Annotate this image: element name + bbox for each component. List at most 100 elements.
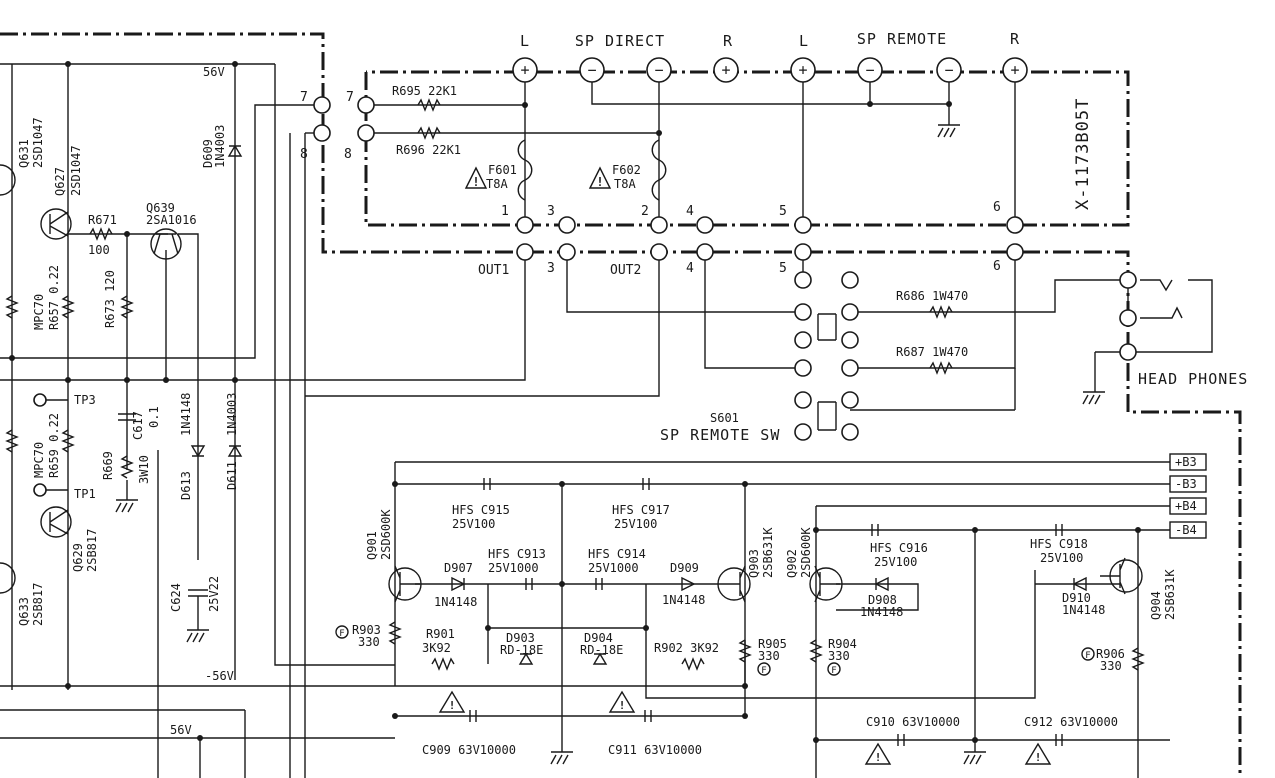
rail-56v-top: 56V (203, 65, 225, 79)
svg-text:C617: C617 (131, 411, 145, 440)
svg-text:D609: D609 (201, 139, 215, 168)
terminal-r-direct: + (713, 57, 739, 83)
svg-text:T8A: T8A (486, 177, 508, 191)
svg-text:2SB817: 2SB817 (85, 529, 99, 572)
transistor-q902: Q902 2SD600K (785, 527, 843, 603)
svg-text:Q631: Q631 (17, 139, 31, 168)
svg-text:R687 1W470: R687 1W470 (896, 345, 968, 359)
capacitor-c617: C617 0.1 (118, 406, 161, 440)
svg-text:3W10: 3W10 (137, 455, 151, 484)
svg-text:330: 330 (758, 649, 780, 663)
transistor-q639 (150, 228, 182, 260)
svg-text:330: 330 (358, 635, 380, 649)
test-point-tp3: TP3 (33, 393, 96, 407)
svg-text:R659 0.22: R659 0.22 (47, 413, 61, 478)
svg-text:MPC70: MPC70 (32, 442, 46, 478)
svg-text:C912 63V10000: C912 63V10000 (1024, 715, 1118, 729)
terminal-l-direct: + (512, 57, 538, 83)
warning-icon: ! (1024, 742, 1052, 765)
svg-text:R669: R669 (101, 451, 115, 480)
svg-text:2SB631K: 2SB631K (761, 527, 775, 578)
svg-text:Q901: Q901 (365, 531, 379, 560)
svg-text:TP3: TP3 (74, 393, 96, 407)
svg-text:Q639: Q639 (146, 201, 175, 215)
svg-text:Q902: Q902 (785, 549, 799, 578)
headphones-label: HEAD PHONES (1138, 370, 1248, 388)
svg-text:25V22: 25V22 (207, 576, 221, 612)
resistor-r695: R695 22K1 (392, 84, 457, 112)
capacitor-c911: C911 63V10000 (608, 743, 702, 757)
test-point-tp1: TP1 (33, 483, 96, 501)
svg-text:-B3: -B3 (1175, 477, 1197, 491)
svg-text:2SB631K: 2SB631K (1163, 569, 1177, 620)
svg-text:R901: R901 (426, 627, 455, 641)
svg-text:!: ! (472, 175, 479, 189)
transistor-q627 (40, 208, 72, 240)
svg-text:MPC70: MPC70 (32, 294, 46, 330)
svg-text:5: 5 (779, 204, 787, 219)
svg-text:2SA1016: 2SA1016 (146, 213, 197, 227)
transistor-q631-partial (0, 164, 16, 196)
svg-text:1N4148: 1N4148 (662, 593, 705, 607)
svg-text:!: ! (875, 751, 882, 764)
warning-icon: ! (438, 690, 466, 713)
terminal-label-r-direct: R (723, 32, 733, 50)
resistor-r673: R673 120 (103, 270, 134, 328)
speaker-terminal-strip: + − − + + − − + L SP DIRECT R L SP REMOT… (366, 30, 1093, 225)
svg-text:D908: D908 (868, 593, 897, 607)
warning-icon: ! (608, 690, 636, 713)
svg-text:T8A: T8A (614, 177, 636, 191)
transistor-q901: Q901 2SD600K (365, 509, 422, 603)
svg-text:C911 63V10000: C911 63V10000 (608, 743, 702, 757)
terminal-remote-neg-2: − (936, 57, 962, 83)
svg-text:0.1: 0.1 (147, 406, 161, 428)
svg-text:HFS C916: HFS C916 (870, 541, 928, 555)
svg-text:R673 120: R673 120 (103, 270, 117, 328)
svg-text:−: − (654, 61, 663, 79)
terminal-label-l-direct: L (520, 32, 530, 50)
svg-text:2: 2 (641, 204, 649, 219)
resistor-r659: R659 0.22 MPC70 (32, 413, 75, 478)
ground-icon (963, 740, 986, 765)
svg-text:3: 3 (547, 204, 555, 219)
terminal-l-remote: + (790, 57, 816, 83)
svg-text:7: 7 (346, 90, 354, 105)
fuse-f601: ! F601 T8A (464, 139, 533, 201)
svg-text:F: F (339, 629, 344, 639)
resistor-r903: F R903 330 (335, 621, 402, 649)
svg-text:R905: R905 (758, 637, 787, 651)
svg-text:D903: D903 (506, 631, 535, 645)
svg-text:-B4: -B4 (1175, 523, 1197, 537)
ground-icon (937, 124, 960, 138)
board-outline-terminal (364, 70, 1130, 227)
svg-text:!: ! (449, 699, 456, 712)
svg-text:HFS C913: HFS C913 (488, 547, 546, 561)
svg-text:+: + (721, 61, 730, 79)
svg-text:Q633: Q633 (17, 597, 31, 626)
resistor-r905: R905 330 F (738, 637, 787, 676)
svg-text:R671: R671 (88, 213, 117, 227)
svg-text:3: 3 (547, 261, 555, 276)
svg-text:D907: D907 (444, 561, 473, 575)
resistor-r696: R696 22K1 (396, 126, 461, 157)
svg-text:2SD1047: 2SD1047 (31, 117, 45, 168)
transistor-q904: Q904 2SB631K (1100, 557, 1177, 620)
svg-text:4: 4 (686, 261, 694, 276)
resistor-r686: R686 1W470 (896, 289, 968, 319)
svg-text:−: − (587, 61, 596, 79)
resistor-r904: R904 330 F (809, 637, 857, 676)
svg-text:F602: F602 (612, 163, 641, 177)
svg-text:D611: D611 (225, 461, 239, 490)
svg-text:6: 6 (993, 259, 1001, 274)
rail-56v-neg: -56V (205, 669, 234, 683)
resistor-r901: R901 3K92 (422, 627, 455, 671)
